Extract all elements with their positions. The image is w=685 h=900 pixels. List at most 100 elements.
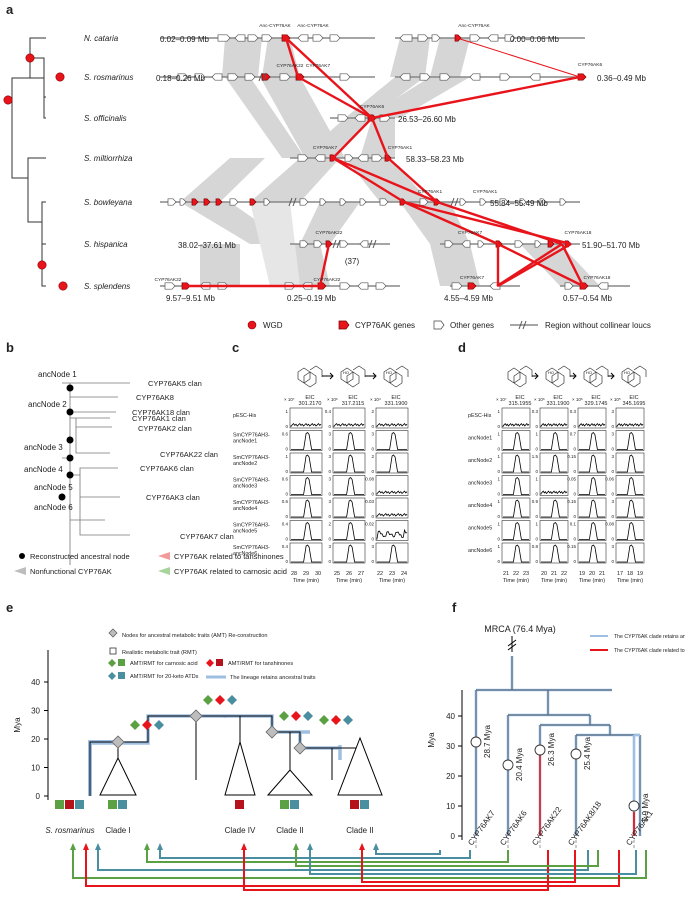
chromatogram-trace <box>291 476 321 495</box>
tip-label: CYP76AK22 <box>530 805 563 847</box>
taxon-label: S. rosmarinus <box>45 826 94 835</box>
other-gene <box>534 240 542 248</box>
gene-label: CYP76AK1 <box>388 145 413 151</box>
row-label: SmCYP76AH3- <box>233 500 270 506</box>
chromatogram-trace <box>541 431 567 450</box>
chromatogram-trace <box>290 422 322 427</box>
chromatogram-trace <box>503 544 529 563</box>
connection-line <box>159 845 471 859</box>
collinear-block <box>520 244 600 286</box>
y-tick-label-f: 30 <box>446 742 455 751</box>
connection-line <box>146 845 509 863</box>
y-zero: 0 <box>535 447 538 452</box>
y-max: 0.15 <box>567 499 576 504</box>
gene-label: CYP76AK18 <box>584 275 611 281</box>
y-max: 3 <box>328 432 331 437</box>
legend-cyp: CYP76AK genes <box>355 321 415 330</box>
x-axis-label: Time (min) <box>503 578 529 584</box>
row-label: ancNode1 <box>233 439 257 445</box>
collinear-block <box>225 77 305 158</box>
cyp76ak-link <box>285 37 373 119</box>
y-max: 1.5 <box>532 454 539 459</box>
chromatogram-trace <box>377 454 407 473</box>
y-tick-label-f: 10 <box>446 802 455 811</box>
trait-square <box>118 800 127 809</box>
chromatogram-box <box>577 430 607 451</box>
ancestral-node <box>58 493 66 501</box>
other-gene <box>279 73 291 81</box>
trait-square <box>65 800 74 809</box>
chromatogram-box <box>501 430 531 451</box>
legend-node: Reconstructed ancestral node <box>30 552 130 561</box>
chromatogram-box <box>615 520 645 541</box>
other-gene <box>539 198 547 206</box>
chromatogram-box <box>615 497 645 519</box>
other-gene <box>329 34 341 42</box>
other-gene <box>444 240 454 248</box>
clan-label: CYP76AK2 clan <box>138 424 192 433</box>
y-zero: 0 <box>573 559 576 564</box>
path <box>70 380 100 540</box>
y-zero: 0 <box>535 424 538 429</box>
eic-mz: 331.1900 <box>547 401 570 407</box>
cyp76ak-link <box>318 243 331 287</box>
range-label: 38.02–37.61 Mb <box>178 241 236 250</box>
age-label: 25.4 Mya <box>583 737 592 770</box>
range-label: 0.57–0.54 Mb <box>563 294 612 303</box>
oxidation-mark: HO <box>586 370 592 375</box>
other-gene <box>339 282 351 290</box>
panel-letter-e: e <box>6 600 13 615</box>
chromatogram-box <box>375 430 409 451</box>
chromatogram-box <box>289 452 323 474</box>
cyp76ak-gene <box>249 198 257 206</box>
chromatogram-box <box>332 475 366 496</box>
y-max: 0.8 <box>532 544 539 549</box>
legend-node-symbol <box>19 553 25 559</box>
age-label: 26.3 Mya <box>547 733 556 766</box>
gene-label: CYP76AK6 <box>360 104 385 110</box>
break-mark <box>450 197 459 207</box>
y-max: 1 <box>497 409 500 414</box>
chromatogram-box <box>539 475 569 496</box>
y-zero: 0 <box>371 514 374 519</box>
chromatogram-box <box>375 452 409 474</box>
node-label: ancNode 2 <box>28 400 67 409</box>
chromatogram-trace <box>291 454 321 473</box>
y-max: 2 <box>328 522 331 527</box>
legend-carnosic: AMT/RMT for carnosic acid <box>130 661 198 667</box>
structure-sketch <box>340 365 366 388</box>
chromatogram-trace <box>617 521 643 540</box>
other-gene <box>339 240 349 248</box>
x-tick: 21 <box>503 571 509 577</box>
chromatogram-trace <box>503 521 529 540</box>
other-gene <box>499 73 511 81</box>
chromatogram-box <box>332 452 366 474</box>
chromatogram-trace <box>541 499 567 518</box>
chromatogram-trace <box>333 422 365 427</box>
gene-label: CYP76AK6 <box>578 62 603 68</box>
chromatogram-box <box>615 430 645 451</box>
trait-square <box>55 800 64 809</box>
chromatogram-trace <box>541 454 567 473</box>
node-label: ancNode 5 <box>34 483 73 492</box>
row-label: ancNode5 <box>233 529 257 535</box>
other-gene <box>339 198 347 206</box>
species-name: S. bowleyana <box>84 198 133 207</box>
y-tick-label: 20 <box>31 735 40 744</box>
chromatogram-trace <box>377 431 407 450</box>
y-max: 3 <box>328 477 331 482</box>
reaction-arrow <box>365 372 377 380</box>
connection-arrow <box>95 843 101 850</box>
trait-diamond <box>279 711 289 721</box>
trait-diamond <box>343 715 353 725</box>
y-max: 0.03 <box>365 499 374 504</box>
chromatogram-box <box>539 497 569 519</box>
panel-letter-c: c <box>232 340 239 355</box>
y-zero: 0 <box>328 469 331 474</box>
connection-arrow <box>157 843 163 850</box>
chromatogram-box <box>577 520 607 541</box>
other-gene <box>227 73 239 81</box>
legend-cyp-symbol <box>338 320 350 330</box>
y-zero: 0 <box>497 537 500 542</box>
species-tree <box>11 37 46 287</box>
